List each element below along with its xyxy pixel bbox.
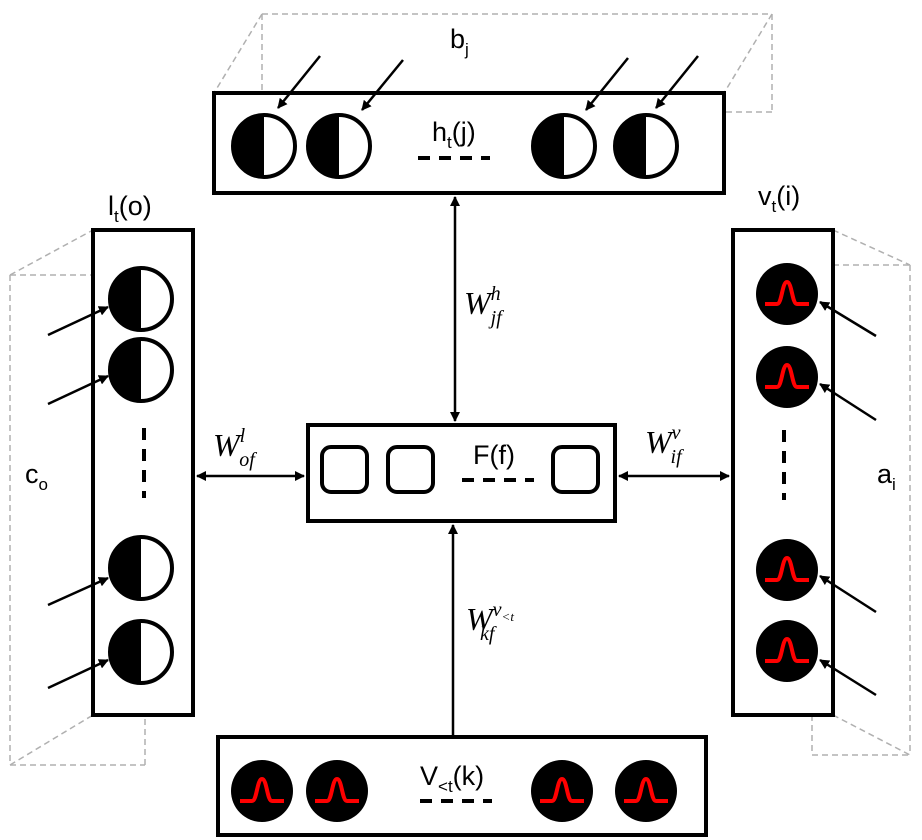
hidden-bias-arrows — [277, 55, 699, 111]
gaussian-curve-icon — [754, 344, 820, 410]
half-filled-circle-icon — [108, 266, 174, 332]
rounded-square-icon — [320, 445, 369, 494]
hidden-bias-label: bj — [450, 24, 469, 59]
visible-layer: vt(i) ai — [731, 181, 911, 756]
rounded-square-icon — [551, 445, 600, 494]
hidden-layer-label: ht(j) — [432, 117, 476, 152]
half-filled-circle-icon — [108, 535, 174, 601]
gaussian-curve-icon — [229, 758, 295, 824]
gaussian-curve-icon — [754, 618, 820, 684]
label-bias-box — [9, 229, 146, 766]
history-layer: V<t(k) — [216, 735, 708, 837]
visible-bias-arrows — [819, 300, 877, 697]
half-filled-circle-icon — [613, 113, 679, 179]
factor-layer-label: F(f) — [473, 440, 515, 470]
hidden-layer: ht(j) bj — [212, 13, 773, 195]
gaussian-curve-icon — [754, 537, 820, 603]
rounded-square-icon — [386, 445, 435, 494]
half-filled-circle-icon — [231, 113, 297, 179]
half-filled-circle-icon — [108, 619, 174, 685]
visible-bias-label: ai — [877, 459, 896, 494]
visible-bias-box — [811, 229, 911, 756]
gaussian-curve-icon — [613, 758, 679, 824]
visible-layer-title: vt(i) — [758, 181, 800, 216]
label-layer-title: lt(o) — [108, 191, 152, 226]
label-bias-label: co — [25, 459, 48, 494]
gaussian-curve-icon — [754, 261, 820, 327]
factor-layer: F(f) — [306, 423, 617, 523]
half-filled-circle-icon — [108, 337, 174, 403]
label-bias-arrows — [47, 305, 109, 690]
half-filled-circle-icon — [531, 113, 597, 179]
connections — [196, 196, 730, 735]
gaussian-curve-icon — [304, 758, 370, 824]
gaussian-curve-icon — [529, 758, 595, 824]
half-filled-circle-icon — [306, 113, 372, 179]
history-layer-label: V<t(k) — [420, 761, 484, 796]
label-layer: lt(o) co — [9, 191, 195, 766]
